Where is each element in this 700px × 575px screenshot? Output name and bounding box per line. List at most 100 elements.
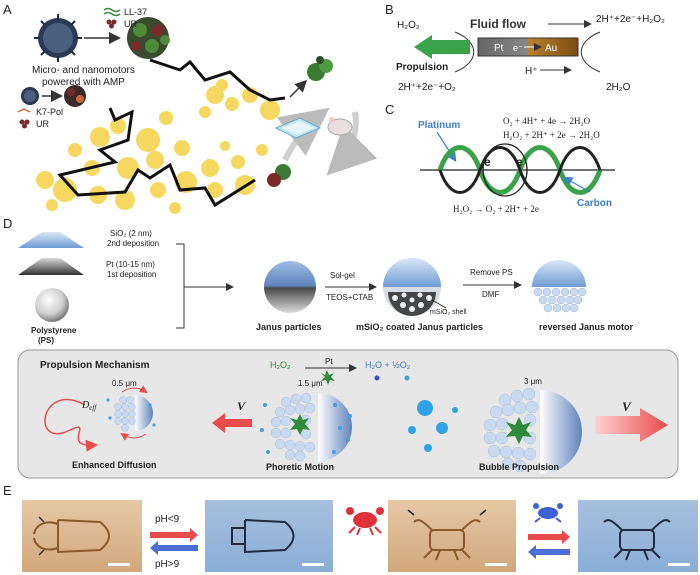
d-pt-layer [18, 258, 84, 275]
panel-label-c: C [385, 102, 394, 117]
panel-label-a: A [3, 2, 12, 17]
d-reaction-right: H₂O + ½O₂ [365, 360, 411, 370]
d-phoretic: Phoretic Motion [266, 462, 334, 472]
d-random-walk [44, 398, 98, 452]
d-coated: mSiO₂ coated Janus particles [356, 322, 483, 332]
e-arrow-blue-1 [150, 541, 198, 555]
d-bubble: Bubble Propulsion [479, 462, 559, 472]
panel-a: A [3, 2, 378, 214]
e-arrows-1 [38, 516, 45, 556]
bacteria-target-top [307, 56, 333, 81]
d-v1: V [237, 399, 246, 413]
b-fluid-flow: Fluid flow [470, 17, 527, 31]
spiky-particle [34, 14, 82, 62]
e-crab-shape-4 [603, 519, 671, 561]
panel-d: D SiO₂ (2 nm) 2nd deposition Pt (10-15 n… [3, 216, 679, 479]
e-scalebar-2 [302, 563, 324, 566]
coated-particle [127, 17, 170, 59]
d-ps-sphere [35, 288, 69, 322]
c-platinum-arrow [436, 131, 457, 163]
d-large-motor [483, 387, 582, 474]
d-size2: 1.5 μm [298, 379, 323, 388]
d-teos: TEOS+CTAB [326, 293, 373, 302]
trajectory-lower [57, 107, 256, 208]
d-v2: V [622, 399, 632, 414]
e-arrow-red-2 [528, 530, 570, 544]
d-dot-o2 [404, 375, 410, 381]
d-reversed: reversed Janus motor [539, 322, 634, 332]
b-h2o2-left: H₂O₂ [397, 20, 420, 31]
d-shell: mSiO₂ shell [430, 309, 467, 316]
d-phoretic-arrow [212, 413, 252, 433]
c-eq3: H₂O₂ → O₂ + 2H⁺ + 2e [453, 204, 539, 214]
d-reversed-janus [532, 260, 587, 313]
d-dep1: 1st deposition [107, 270, 156, 279]
d-pt-catalyst-star [321, 370, 335, 385]
panel-c: C O₂ + 4H⁺ + 4e → 2H₂O H₂O₂ + 2H⁺ + 2e →… [385, 102, 615, 214]
d-reaction-pt: Pt [325, 357, 333, 366]
d-dot-h2o [374, 375, 380, 381]
b-flow-curve-left [454, 31, 475, 73]
d-mech-title: Propulsion Mechanism [40, 360, 150, 371]
b-h2o: 2H₂O [606, 82, 631, 93]
panel-b: B H₂O₂ Fluid flow 2H⁺+2e⁻+H₂O₂ Pt e⁻ Au … [385, 2, 665, 93]
b-au: Au [545, 43, 557, 54]
c-platinum: Platinum [418, 120, 460, 131]
d-size1: 0.5 μm [112, 379, 137, 388]
c-eq1: O₂ + 4H⁺ + 4e → 2H₂O [503, 116, 591, 126]
d-dep2: 2nd deposition [107, 239, 159, 248]
d-janus-particle [264, 261, 316, 313]
d-enhanced: Enhanced Diffusion [72, 460, 157, 470]
c-e2: e [516, 155, 523, 169]
d-dmf: DMF [482, 290, 499, 299]
e-arrow-red-1 [150, 528, 198, 542]
d-remove-ps: Remove PS [470, 268, 513, 277]
legend-ll37: LL-37 UR [103, 7, 147, 29]
b-propulsion: Propulsion [396, 62, 448, 73]
c-carbon-arrow [562, 176, 591, 193]
e-photo-2 [205, 500, 333, 572]
b-pt: Pt [494, 43, 504, 54]
b-h-plus: H⁺ [525, 66, 538, 77]
label-k7pol: K7-Pol [36, 107, 63, 117]
panel-label-b: B [385, 2, 394, 17]
e-arrow-blue-2 [528, 545, 570, 559]
e-ph-low: pH<9 [155, 514, 180, 525]
d-pt: Pt (10-15 nm) [106, 260, 155, 269]
d-ps1: Polystyrene [31, 326, 77, 335]
d-coated-janus [383, 258, 447, 316]
d-size3: 3 μm [524, 377, 542, 386]
e-scalebar-3 [485, 563, 507, 566]
d-ps2: (PS) [38, 336, 54, 345]
c-wave-dark [438, 146, 602, 194]
e-scalebar-1 [108, 563, 130, 566]
c-e1: e [484, 155, 491, 169]
label-ur-1: UR [124, 19, 137, 29]
e-shape-2 [231, 519, 295, 554]
e-arrows-3 [407, 509, 487, 516]
e-crab-icon-red [346, 507, 384, 536]
b-electron: e⁻ [513, 43, 523, 53]
b-left-bottom: 2H⁺+2e⁻+O₂ [398, 82, 456, 93]
c-rotation-loop [482, 143, 528, 197]
coated-particle-small [64, 85, 86, 107]
arrow-to-target-top [289, 79, 308, 98]
d-deff: Deff [81, 400, 97, 412]
e-crab-shape-3 [413, 519, 481, 561]
e-shape-1 [33, 519, 110, 554]
sensor-chip [274, 117, 322, 139]
b-propulsion-arrow [414, 35, 470, 59]
caption-a-line2: powered with AMP [42, 77, 125, 88]
label-ur-2: UR [36, 119, 49, 129]
label-ll37: LL-37 [124, 7, 147, 17]
e-photo-3 [388, 500, 516, 572]
d-bubble-arrow [595, 408, 668, 442]
e-ph-high: pH>9 [155, 559, 180, 570]
trajectory-upper [149, 58, 286, 102]
legend-k7pol: K7-Pol UR [17, 107, 63, 129]
d-small-motor [106, 385, 156, 441]
panel-e: E pH<9 pH>9 [3, 483, 698, 572]
panel-label-e: E [3, 483, 12, 498]
panel-label-d: D [3, 216, 12, 231]
